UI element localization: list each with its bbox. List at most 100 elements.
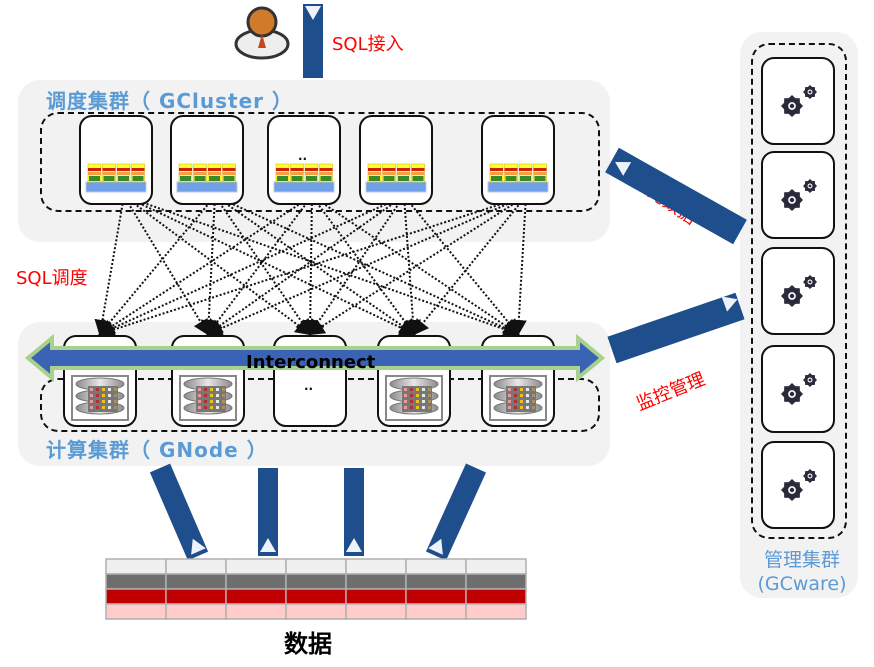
sql-access-arrow-head bbox=[305, 6, 321, 20]
data-cell bbox=[225, 603, 287, 620]
data-cell bbox=[465, 603, 527, 620]
fetch-metadata-arrow bbox=[605, 147, 747, 245]
gcluster-group-border bbox=[40, 112, 600, 212]
dispatch-line bbox=[123, 195, 312, 336]
data-arrow-2-head bbox=[260, 538, 276, 552]
data-cell bbox=[105, 573, 167, 590]
gcluster-node bbox=[359, 115, 433, 205]
dispatch-line bbox=[403, 195, 421, 336]
gears-icon bbox=[781, 373, 817, 405]
database-icon bbox=[179, 375, 237, 421]
gears-icon bbox=[781, 85, 817, 117]
data-cell bbox=[405, 558, 467, 575]
user-head bbox=[246, 6, 278, 38]
data-cell bbox=[105, 588, 167, 605]
data-cell bbox=[225, 558, 287, 575]
data-cell bbox=[345, 573, 407, 590]
server-module-icon bbox=[365, 163, 427, 193]
monitor-arrow bbox=[607, 292, 745, 364]
server-module-icon bbox=[273, 163, 335, 193]
data-cell bbox=[285, 603, 347, 620]
dispatch-line bbox=[214, 195, 416, 336]
data-cell bbox=[345, 603, 407, 620]
gnode-ellipsis: .. bbox=[304, 379, 313, 393]
dispatch-line bbox=[98, 195, 527, 338]
gcware-node bbox=[761, 57, 835, 145]
data-cell bbox=[165, 558, 227, 575]
gcware-node bbox=[761, 247, 835, 335]
data-cell bbox=[225, 573, 287, 590]
gcluster-ellipsis: .. bbox=[298, 149, 307, 163]
dispatch-line bbox=[94, 195, 125, 336]
user-tie bbox=[258, 34, 266, 48]
dispatch-line bbox=[412, 195, 527, 336]
dispatch-line bbox=[214, 195, 520, 336]
interconnect-label: Interconnect bbox=[246, 352, 376, 373]
data-cell bbox=[405, 588, 467, 605]
data-cell bbox=[465, 573, 527, 590]
user-icon bbox=[234, 6, 290, 60]
data-arrow-3 bbox=[344, 468, 364, 556]
data-cell bbox=[165, 603, 227, 620]
interconnect-arrow-shape bbox=[24, 333, 606, 383]
server-module-icon bbox=[176, 163, 238, 193]
interconnect-arrow bbox=[24, 333, 606, 383]
data-cell bbox=[405, 603, 467, 620]
dispatch-line bbox=[403, 195, 520, 336]
gcware-nodes bbox=[761, 57, 835, 529]
gcluster-title: 调度集群（ GCluster ） bbox=[46, 89, 294, 113]
gcware-title: 管理集群 (GCware) bbox=[747, 548, 857, 596]
data-arrow-4 bbox=[425, 463, 487, 561]
gcware-node bbox=[761, 345, 835, 433]
sql-dispatch-label: SQL调度 bbox=[16, 268, 88, 289]
data-arrow-1 bbox=[149, 463, 209, 561]
data-cell bbox=[105, 603, 167, 620]
dispatch-line bbox=[206, 195, 405, 336]
data-arrow-1-head bbox=[191, 538, 206, 555]
database-icon bbox=[385, 375, 443, 421]
gcluster-node bbox=[481, 115, 555, 205]
dispatch-line bbox=[123, 195, 416, 336]
gcluster-nodes: .. bbox=[79, 115, 555, 205]
data-cell bbox=[345, 588, 407, 605]
data-cell bbox=[285, 588, 347, 605]
dispatch-line bbox=[98, 195, 216, 336]
data-table bbox=[105, 558, 527, 620]
gcware-group-border bbox=[751, 43, 847, 539]
dispatch-line bbox=[308, 195, 527, 336]
dispatch-line bbox=[510, 195, 527, 336]
dispatch-line bbox=[200, 195, 217, 336]
sql-dispatch-lines bbox=[94, 195, 527, 338]
gears-icon bbox=[781, 179, 817, 211]
gcware-node bbox=[761, 441, 835, 529]
data-cell bbox=[285, 573, 347, 590]
dispatch-line bbox=[98, 195, 313, 336]
dispatch-line bbox=[308, 195, 405, 336]
gcware-title-line1: 管理集群 bbox=[763, 549, 840, 571]
fetch-metadata-arrow-head bbox=[615, 162, 632, 176]
data-cell bbox=[405, 573, 467, 590]
gears-icon bbox=[781, 469, 817, 501]
gcluster-node bbox=[170, 115, 244, 205]
data-arrow-4-head bbox=[428, 538, 443, 555]
gears-icon bbox=[781, 275, 817, 307]
dispatch-line bbox=[206, 195, 313, 336]
data-cell bbox=[285, 558, 347, 575]
server-module-icon bbox=[487, 163, 549, 193]
data-arrow-2 bbox=[258, 468, 278, 556]
server-module-icon bbox=[85, 163, 147, 193]
data-cell bbox=[465, 558, 527, 575]
gcluster-node bbox=[79, 115, 153, 205]
data-label: 数据 bbox=[284, 630, 332, 658]
dispatch-line bbox=[123, 195, 520, 337]
gcware-node bbox=[761, 151, 835, 239]
gcware-title-line2: (GCware) bbox=[757, 573, 847, 595]
data-arrow-3-head bbox=[346, 538, 362, 552]
data-cell bbox=[165, 573, 227, 590]
dispatch-line bbox=[214, 195, 312, 336]
database-icon bbox=[489, 375, 547, 421]
dispatch-line bbox=[311, 195, 520, 336]
data-cell bbox=[225, 588, 287, 605]
monitor-arrow-head bbox=[721, 296, 738, 312]
